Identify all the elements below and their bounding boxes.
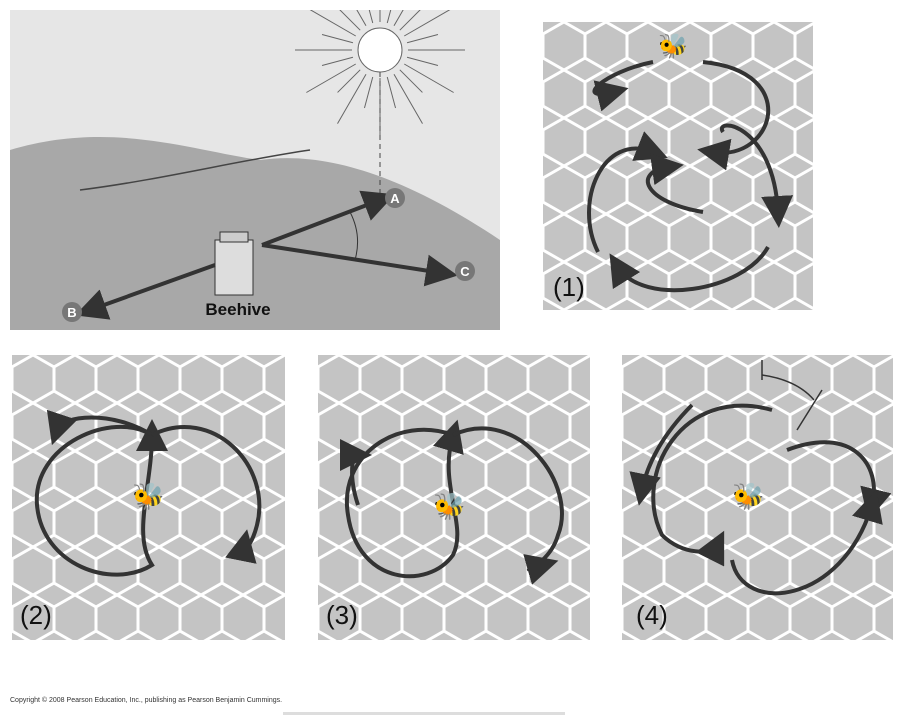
sun-ray — [337, 69, 361, 93]
copyright-text: Copyright © 2008 Pearson Education, Inc.… — [10, 697, 283, 704]
sun-ray — [306, 63, 357, 93]
dance-panel-3: 🐝 (3) — [318, 355, 590, 640]
dance-panel-2: 🐝 (2) — [12, 355, 285, 640]
sun-ray — [406, 56, 439, 67]
panel-2-label: (2) — [20, 600, 52, 630]
panel-4-label: (4) — [636, 600, 668, 630]
beehive-label: Beehive — [205, 300, 270, 319]
divider — [283, 712, 565, 715]
sun-ray — [403, 63, 454, 93]
sun-ray — [339, 10, 361, 31]
sun-ray — [386, 76, 397, 109]
panel-1-label: (1) — [553, 272, 585, 302]
point-b-label: B — [67, 305, 76, 320]
sun-ray — [309, 10, 357, 37]
point-c-label: C — [460, 264, 470, 279]
bee-icon: 🐝 — [658, 33, 688, 60]
sun-ray — [321, 33, 354, 44]
sun-ray — [403, 10, 451, 37]
point-a-label: A — [390, 191, 400, 206]
sun-scene-panel: A C B Beehive — [10, 10, 500, 330]
sun-ray — [386, 10, 392, 24]
sun-ray — [399, 69, 423, 93]
panel-3-label: (3) — [326, 600, 358, 630]
sun-ray — [363, 76, 374, 109]
sun-ray — [406, 33, 439, 44]
dance-panel-1: 🐝 (1) — [543, 22, 813, 310]
sun-ray — [337, 73, 367, 124]
bee-icon: 🐝 — [732, 481, 764, 511]
bee-icon: 🐝 — [132, 481, 164, 511]
beehive-icon — [214, 231, 254, 296]
sun-ray — [321, 56, 354, 67]
sun-ray — [368, 10, 374, 24]
sun-icon — [295, 10, 465, 135]
bee-icon: 🐝 — [433, 491, 465, 521]
sun-ray — [393, 10, 404, 27]
sun-ray — [356, 10, 367, 27]
sun-ray — [399, 10, 421, 31]
dance-panel-4: 🐝 (4) — [622, 355, 893, 640]
sun-ray — [393, 73, 423, 124]
